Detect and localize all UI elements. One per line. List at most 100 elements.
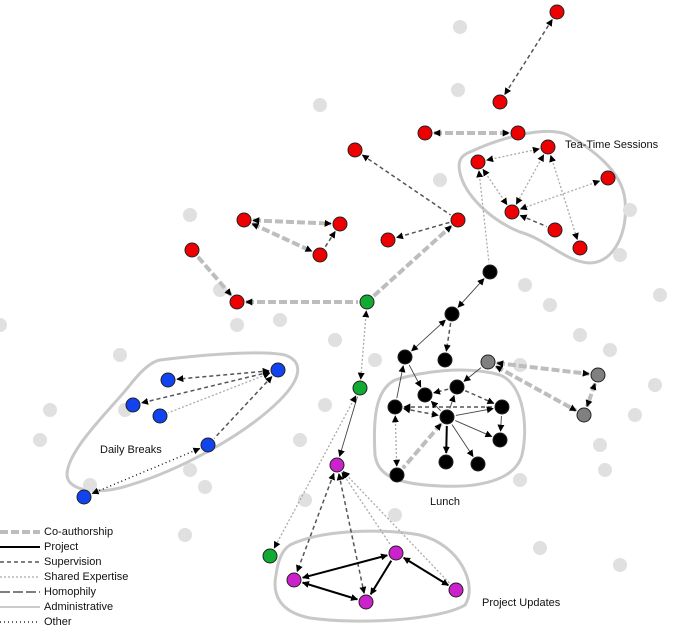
edge-admin <box>430 400 441 411</box>
hull-tea-time <box>457 130 627 265</box>
edge-shared <box>515 154 545 205</box>
edge-admin <box>457 278 485 308</box>
node-blue <box>76 489 92 505</box>
background-node <box>623 203 637 217</box>
edge-shared <box>519 179 601 211</box>
node-red <box>540 139 556 155</box>
edge-admin <box>408 364 422 388</box>
edge-supervision <box>443 322 452 352</box>
background-node <box>178 528 192 542</box>
background-node <box>273 313 287 327</box>
node-green <box>262 548 278 564</box>
legend-item-homophily: Homophily <box>0 584 200 599</box>
edge-admin <box>396 365 406 399</box>
legend-label: Project <box>44 540 79 553</box>
edge-shared <box>549 154 579 241</box>
edges <box>91 19 601 601</box>
legend-swatch-supervision <box>0 560 40 563</box>
edge-supervision <box>519 214 547 228</box>
edge-project <box>301 581 359 601</box>
background-node <box>198 480 212 494</box>
node-red <box>549 4 565 20</box>
edge-shared <box>273 395 357 549</box>
group-label-project-updates: Project Updates <box>482 597 561 609</box>
node-red <box>600 170 616 186</box>
node-green <box>352 380 368 396</box>
edge-admin <box>338 396 358 458</box>
edge-supervision <box>141 370 270 405</box>
edge-project <box>369 560 393 595</box>
group-labels: Tea-Time Sessions Daily Breaks Lunch Pro… <box>100 139 659 609</box>
nodes <box>76 4 616 610</box>
edge-coauth <box>401 422 443 470</box>
background-node <box>518 278 532 292</box>
node-black <box>492 432 508 448</box>
legend-label: Shared Expertise <box>44 570 129 583</box>
hull-daily-breaks <box>65 351 300 493</box>
edge-shared <box>391 415 401 467</box>
legend: Co-authorship Project Supervision Shared… <box>0 524 200 629</box>
node-red <box>312 247 328 263</box>
background-node <box>113 348 127 362</box>
node-red <box>332 216 348 232</box>
background-node <box>313 98 327 112</box>
edge-project <box>403 556 449 587</box>
legend-label: Administrative <box>44 600 114 613</box>
node-black <box>444 306 460 322</box>
edge-admin <box>455 406 494 416</box>
node-red <box>417 125 433 141</box>
background-nodes <box>0 20 667 572</box>
node-magenta <box>329 457 345 473</box>
node-magenta <box>286 572 302 588</box>
node-red <box>492 94 508 110</box>
background-node <box>543 298 557 312</box>
edge-supervision <box>213 376 273 439</box>
node-red <box>504 204 520 220</box>
background-node <box>368 353 382 367</box>
background-node <box>613 558 627 572</box>
legend-item-project: Project <box>0 539 200 554</box>
edge-shared <box>342 471 451 584</box>
edge-admin <box>455 420 493 438</box>
legend-item-administrative: Administrative <box>0 599 200 614</box>
node-black <box>449 379 465 395</box>
node-red <box>470 154 486 170</box>
node-red <box>380 232 396 248</box>
background-node <box>433 173 447 187</box>
legend-item-other: Other <box>0 614 200 629</box>
background-node <box>388 508 402 522</box>
node-blue <box>160 372 176 388</box>
edge-coauth <box>585 382 597 408</box>
legend-item-supervision: Supervision <box>0 554 200 569</box>
background-node <box>593 438 607 452</box>
edge-coauth <box>494 364 578 413</box>
background-node <box>513 473 527 487</box>
legend-label: Homophily <box>44 585 96 598</box>
background-node <box>598 463 612 477</box>
background-node <box>43 403 57 417</box>
node-magenta <box>448 582 464 598</box>
background-node <box>318 398 332 412</box>
edge-supervision <box>433 387 449 395</box>
edge-shared <box>357 310 370 380</box>
background-node <box>573 328 587 342</box>
node-red <box>229 294 245 310</box>
node-grey <box>480 354 496 370</box>
node-black <box>387 399 403 415</box>
node-black <box>417 387 433 403</box>
node-red <box>184 242 200 258</box>
background-node <box>451 83 465 97</box>
edge-shared <box>486 146 540 163</box>
node-grey <box>576 407 592 423</box>
edge-coauth <box>196 255 233 297</box>
edge-project <box>442 425 450 454</box>
edge-supervision <box>361 154 451 216</box>
background-node <box>298 493 312 507</box>
node-red <box>347 142 363 158</box>
group-label-lunch: Lunch <box>430 496 460 508</box>
legend-swatch-project <box>0 545 40 548</box>
node-red <box>572 240 588 256</box>
legend-label: Supervision <box>44 555 102 568</box>
legend-item-shared-expertise: Shared Expertise <box>0 569 200 584</box>
node-magenta <box>358 594 374 610</box>
